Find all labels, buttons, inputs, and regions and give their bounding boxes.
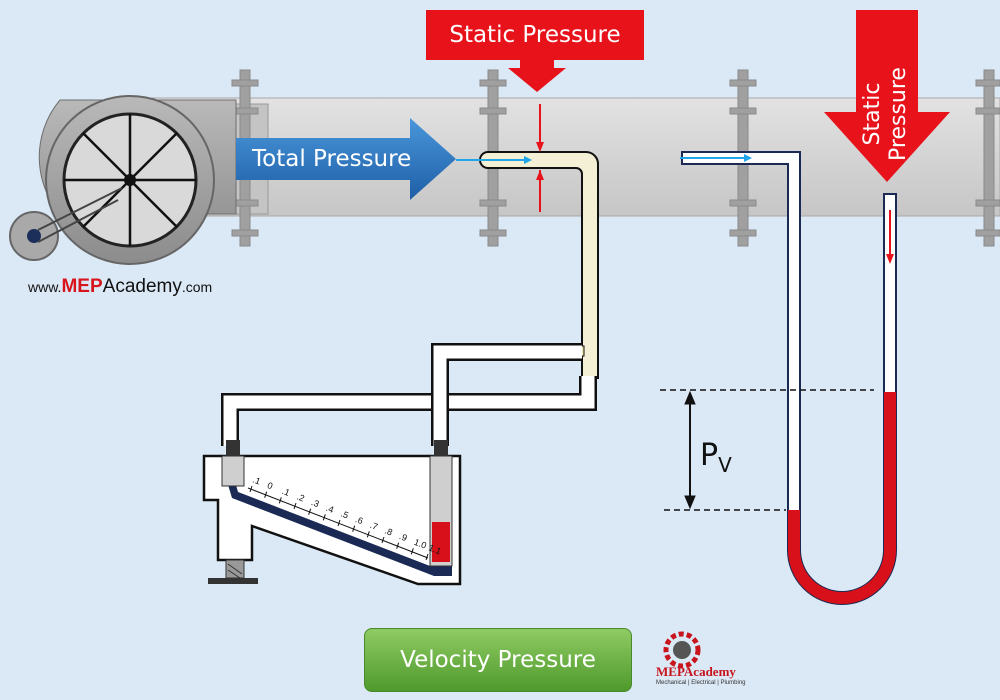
connecting-tubes [221,343,597,446]
total-pressure-arrow [236,118,456,200]
scale-label: .3 [310,497,321,509]
static-pressure-top-label: Static Pressure [426,10,644,60]
scale-tick [366,531,370,538]
static-pressure-right-label: Static Pressure [860,34,916,194]
fan [9,95,237,265]
scale-label: .1 [281,486,292,498]
static-pressure-right-line2: Pressure [886,67,911,161]
total-pressure-label: Total Pressure [252,146,412,172]
logo-name: MEPAcademy [656,664,736,679]
scale-label: 0 [266,480,274,491]
scale-label: 1.0 [413,537,428,551]
scale-tick [396,542,400,549]
scale-tick [264,491,268,498]
scale-label: .2 [295,492,306,504]
scale-label: .7 [369,520,380,532]
scale-tick [381,536,385,544]
pv-dimension [660,389,874,511]
static-pressure-top-arrow [508,60,566,92]
scale-tick [337,519,341,527]
static-pressure-right-arrow [824,10,950,182]
static-pressure-top-text: Static Pressure [449,22,621,48]
pv-sub: V [718,453,732,477]
scale-tick [410,548,414,555]
scale-tick [293,502,297,510]
pitot-tube [456,104,599,379]
scale-label: .4 [325,503,336,515]
website-link[interactable]: www.MEPAcademy.com [28,276,212,298]
scale-label: .9 [398,531,409,543]
scale-tick [278,497,282,504]
scale-tick [308,508,312,515]
scale-label: .8 [383,526,394,538]
scale-tick [249,485,253,493]
u-tube-manometer [680,151,897,605]
scale-tick [425,553,429,561]
velocity-pressure-button[interactable]: Velocity Pressure [364,628,632,692]
website-prefix: www. [28,279,62,295]
mep-academy-logo-icon [663,631,701,669]
website-brand-rest: Academy [102,276,182,297]
scale-ticks [247,487,429,559]
logo-tagline: Mechanical | Electrical | Plumbing [656,680,746,686]
website-brand-red: MEP [61,276,103,297]
website-suffix: .com [181,279,213,295]
scale-tick [322,514,326,521]
pv-main: P [700,438,719,473]
scale-label: .1 [251,475,262,487]
scale-tick [352,525,356,532]
static-pressure-right-line1: Static [860,82,885,146]
scale-label: 1.1 [427,543,442,557]
pv-label: PV [700,438,732,477]
scale-label: .5 [339,509,350,521]
scale-label: .6 [354,514,365,526]
